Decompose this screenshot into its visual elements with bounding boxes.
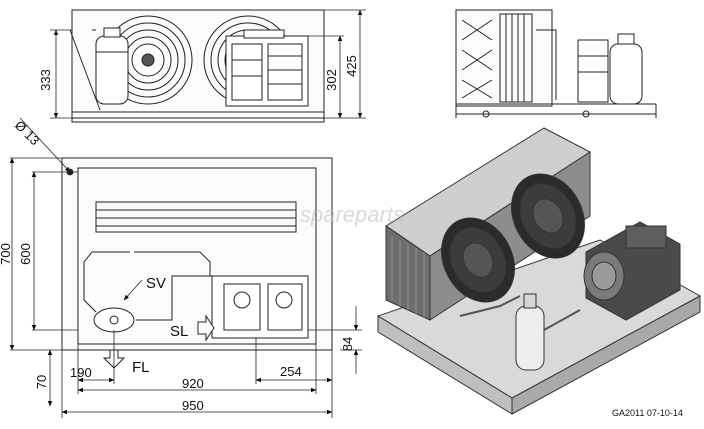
compressor-side [577, 39, 609, 103]
dim-label-hole: Ø 13 [12, 118, 43, 149]
side-grille [461, 19, 493, 99]
dim-label-190: 190 [70, 365, 92, 380]
iso-fan-right [511, 173, 585, 259]
iso-fan-left [441, 217, 515, 303]
receiver-plan [93, 307, 135, 333]
receiver-tank [95, 27, 129, 105]
dim-label-700: 700 [0, 243, 13, 265]
fan-guard-left [103, 15, 193, 105]
dim-label-600: 600 [18, 243, 33, 265]
iso-receiver [515, 293, 545, 371]
label-fl: FL [132, 359, 150, 376]
dimension-width-bottom [61, 330, 333, 418]
side-view [455, 9, 657, 118]
front-view [69, 9, 325, 123]
condenser-coil-side [499, 13, 533, 103]
sv-leader [123, 279, 143, 301]
dim-label-302: 302 [324, 69, 339, 91]
dimension-height-body-front [50, 29, 72, 119]
compressor-plan [211, 275, 309, 339]
dimension-height-front-right [308, 9, 366, 119]
dim-label-425: 425 [344, 55, 359, 77]
label-sv: SV [146, 275, 166, 292]
dim-label-950: 950 [182, 398, 204, 413]
iso-compressor [583, 221, 681, 321]
label-sl: SL [170, 323, 188, 340]
dimension-84 [308, 306, 362, 374]
dim-label-254: 254 [280, 364, 302, 379]
dimension-depth-left [9, 157, 78, 407]
watermark: spareparts [300, 202, 404, 227]
dim-label-84: 84 [340, 337, 355, 351]
reference-code: GA2011 07-10-14 [612, 408, 683, 418]
dim-label-920: 920 [182, 376, 204, 391]
coil-top-plan [95, 201, 297, 233]
dim-label-70: 70 [34, 375, 49, 389]
plan-view [61, 157, 333, 351]
isometric-view [376, 127, 702, 415]
compressor-front [225, 29, 309, 107]
sl-arrow [197, 314, 215, 342]
dim-label-333: 333 [38, 69, 53, 91]
receiver-tank-side [609, 33, 643, 105]
